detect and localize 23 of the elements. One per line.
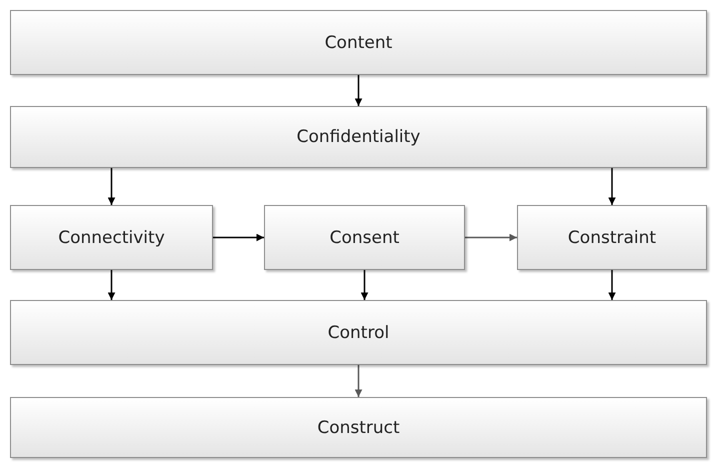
arrow bbox=[608, 270, 616, 300]
arrow bbox=[354, 365, 362, 397]
box-label: Confidentiality bbox=[296, 127, 420, 147]
process-box bbox=[10, 397, 707, 458]
arrow bbox=[108, 168, 116, 205]
box-label: Content bbox=[324, 32, 392, 52]
arrow bbox=[213, 234, 264, 242]
arrow bbox=[608, 168, 616, 205]
process-box bbox=[10, 10, 707, 75]
process-box bbox=[10, 106, 707, 168]
process-box bbox=[517, 205, 707, 270]
arrow bbox=[108, 270, 116, 300]
box-label: Consent bbox=[330, 228, 400, 248]
box-label: Connectivity bbox=[58, 228, 165, 248]
process-box bbox=[10, 205, 213, 270]
process-box bbox=[264, 205, 465, 270]
box-label: Constraint bbox=[568, 228, 656, 248]
arrow bbox=[360, 270, 368, 300]
process-box bbox=[10, 300, 707, 365]
box-label: Construct bbox=[317, 418, 400, 438]
arrow bbox=[465, 234, 517, 242]
box-label: Control bbox=[328, 322, 390, 342]
arrow bbox=[354, 75, 362, 106]
